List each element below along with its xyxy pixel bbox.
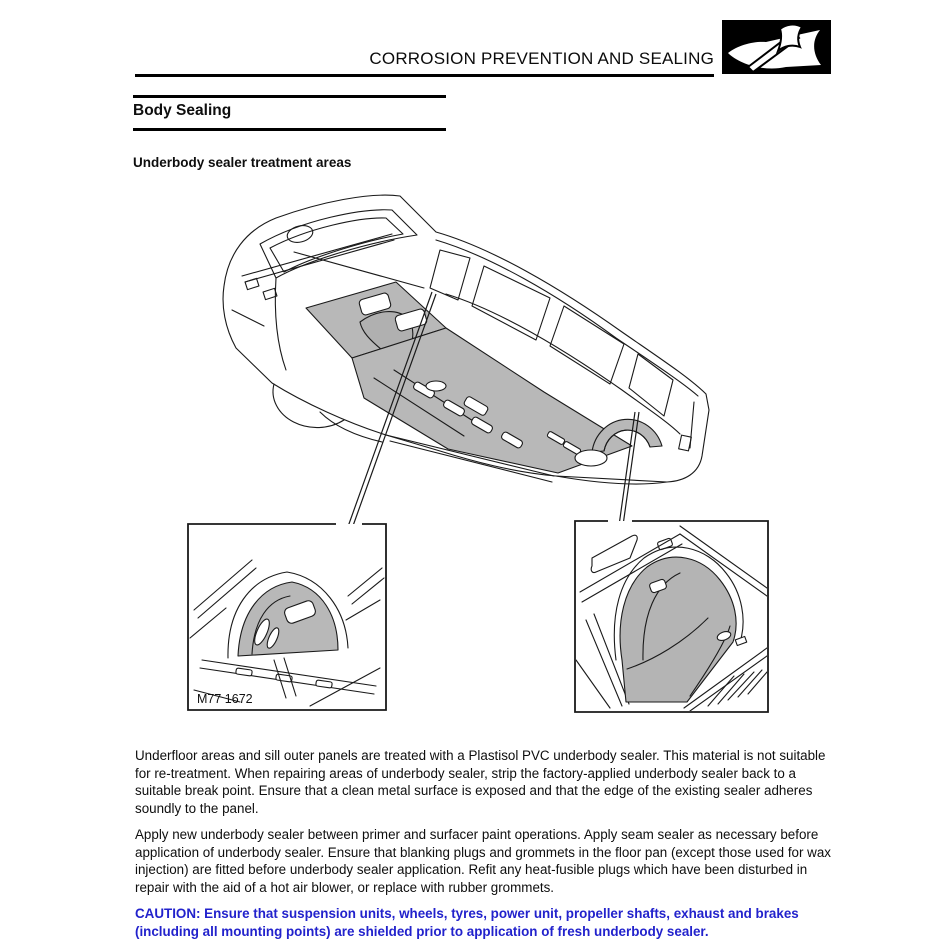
caution-text: CAUTION: Ensure that suspension units, w…	[135, 906, 799, 939]
figure-illustration: M77 1672	[187, 194, 769, 713]
subsection-title: Underbody sealer treatment areas	[133, 155, 352, 170]
figure-label: M77 1672	[197, 692, 253, 706]
body-text: Underfloor areas and sill outer panels a…	[135, 747, 832, 949]
callout-front-wheel-arch: M77 1672	[187, 523, 387, 711]
axe-over-body-panel-icon	[722, 20, 831, 74]
section-rule-top	[133, 95, 446, 98]
body-shell-drawing	[222, 194, 710, 485]
section-rule-bottom	[133, 128, 446, 131]
paragraph-2: Apply new underbody sealer between prime…	[135, 827, 831, 895]
paragraph-1: Underfloor areas and sill outer panels a…	[135, 748, 826, 816]
section-logo	[722, 20, 831, 74]
figure-underbody-sealer-areas: M77 1672	[124, 190, 828, 718]
page-title: CORROSION PREVENTION AND SEALING	[369, 49, 714, 68]
leader-line-front-arch	[344, 291, 437, 538]
callout-rear-wheel-arch	[574, 520, 769, 713]
title-rule	[135, 74, 714, 77]
section-title: Body Sealing	[133, 102, 232, 119]
